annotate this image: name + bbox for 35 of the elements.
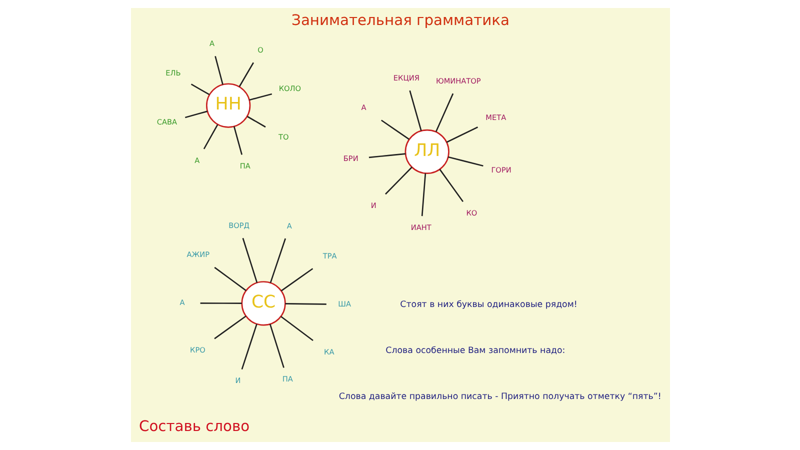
connector	[238, 62, 254, 87]
connector	[232, 126, 242, 155]
connector	[214, 316, 246, 340]
connector	[438, 168, 464, 202]
connector	[240, 324, 257, 370]
connector	[434, 93, 454, 132]
connector	[280, 268, 313, 292]
node-circle: ЛЛ	[404, 129, 449, 174]
connector	[214, 56, 223, 85]
connector	[184, 110, 208, 118]
label: Составь слово	[138, 418, 250, 436]
connector	[384, 166, 412, 195]
connector	[248, 93, 272, 101]
node-circle: НН	[206, 83, 250, 128]
connector	[408, 90, 422, 131]
connector	[446, 126, 478, 143]
connector	[368, 153, 406, 158]
connector	[380, 120, 410, 140]
node-circle: СС	[240, 281, 286, 326]
connector	[284, 303, 326, 305]
connector	[242, 238, 258, 283]
label: Слова особенные Вам запомнить надо:	[385, 346, 565, 356]
diagram-title: Занимательная грамматика	[291, 12, 509, 30]
label: Слова давайте правильно писать - Приятно получать отметку “пять”!	[338, 392, 661, 402]
connector	[190, 84, 210, 96]
connector	[246, 116, 266, 128]
connector	[202, 124, 218, 150]
label: Стоят в них буквы одинаковые рядом!	[400, 300, 577, 310]
connector	[214, 266, 246, 292]
connector	[280, 316, 313, 342]
connector	[269, 238, 286, 284]
connector	[200, 302, 242, 304]
connector	[420, 173, 426, 216]
connector	[448, 156, 483, 167]
connector	[268, 324, 284, 368]
